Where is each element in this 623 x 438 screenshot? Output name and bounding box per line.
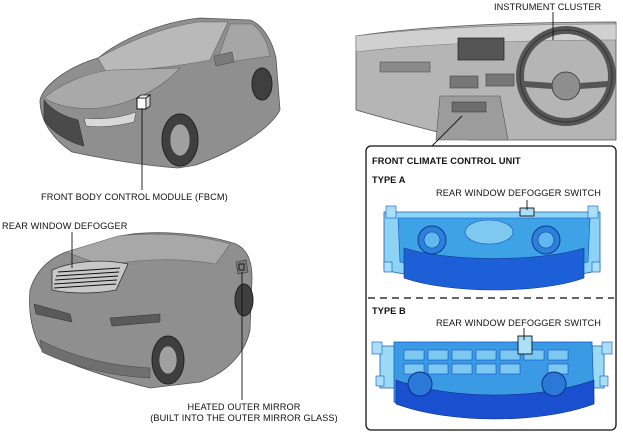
heated-outer-mirror-label-line1: HEATED OUTER MIRROR xyxy=(187,402,301,412)
fbcm-label: FRONT BODY CONTROL MODULE (FBCM) xyxy=(41,192,228,202)
type-a-label: TYPE A xyxy=(372,175,406,185)
climate-unit-type-a xyxy=(383,200,601,291)
defogger-switch-b-label: REAR WINDOW DEFOGGER SWITCH xyxy=(436,318,602,328)
front-vehicle-illustration xyxy=(39,17,281,190)
defogger-switch-a-label: REAR WINDOW DEFOGGER SWITCH xyxy=(436,188,602,198)
heated-outer-mirror-label-line2: (BUILT INTO THE OUTER MIRROR GLASS) xyxy=(150,412,338,423)
heated-outer-mirror-label: HEATED OUTER MIRROR (BUILT INTO THE OUTE… xyxy=(131,402,357,423)
instrument-cluster-label: INSTRUMENT CLUSTER xyxy=(494,2,602,12)
rear-vehicle-illustration xyxy=(29,232,254,400)
type-b-label: TYPE B xyxy=(372,306,406,316)
climate-unit-title: FRONT CLIMATE CONTROL UNIT xyxy=(372,156,521,166)
dashboard-illustration xyxy=(355,12,617,147)
climate-unit-type-b xyxy=(371,328,613,420)
rear-window-defogger-label: REAR WINDOW DEFOGGER xyxy=(2,221,128,231)
